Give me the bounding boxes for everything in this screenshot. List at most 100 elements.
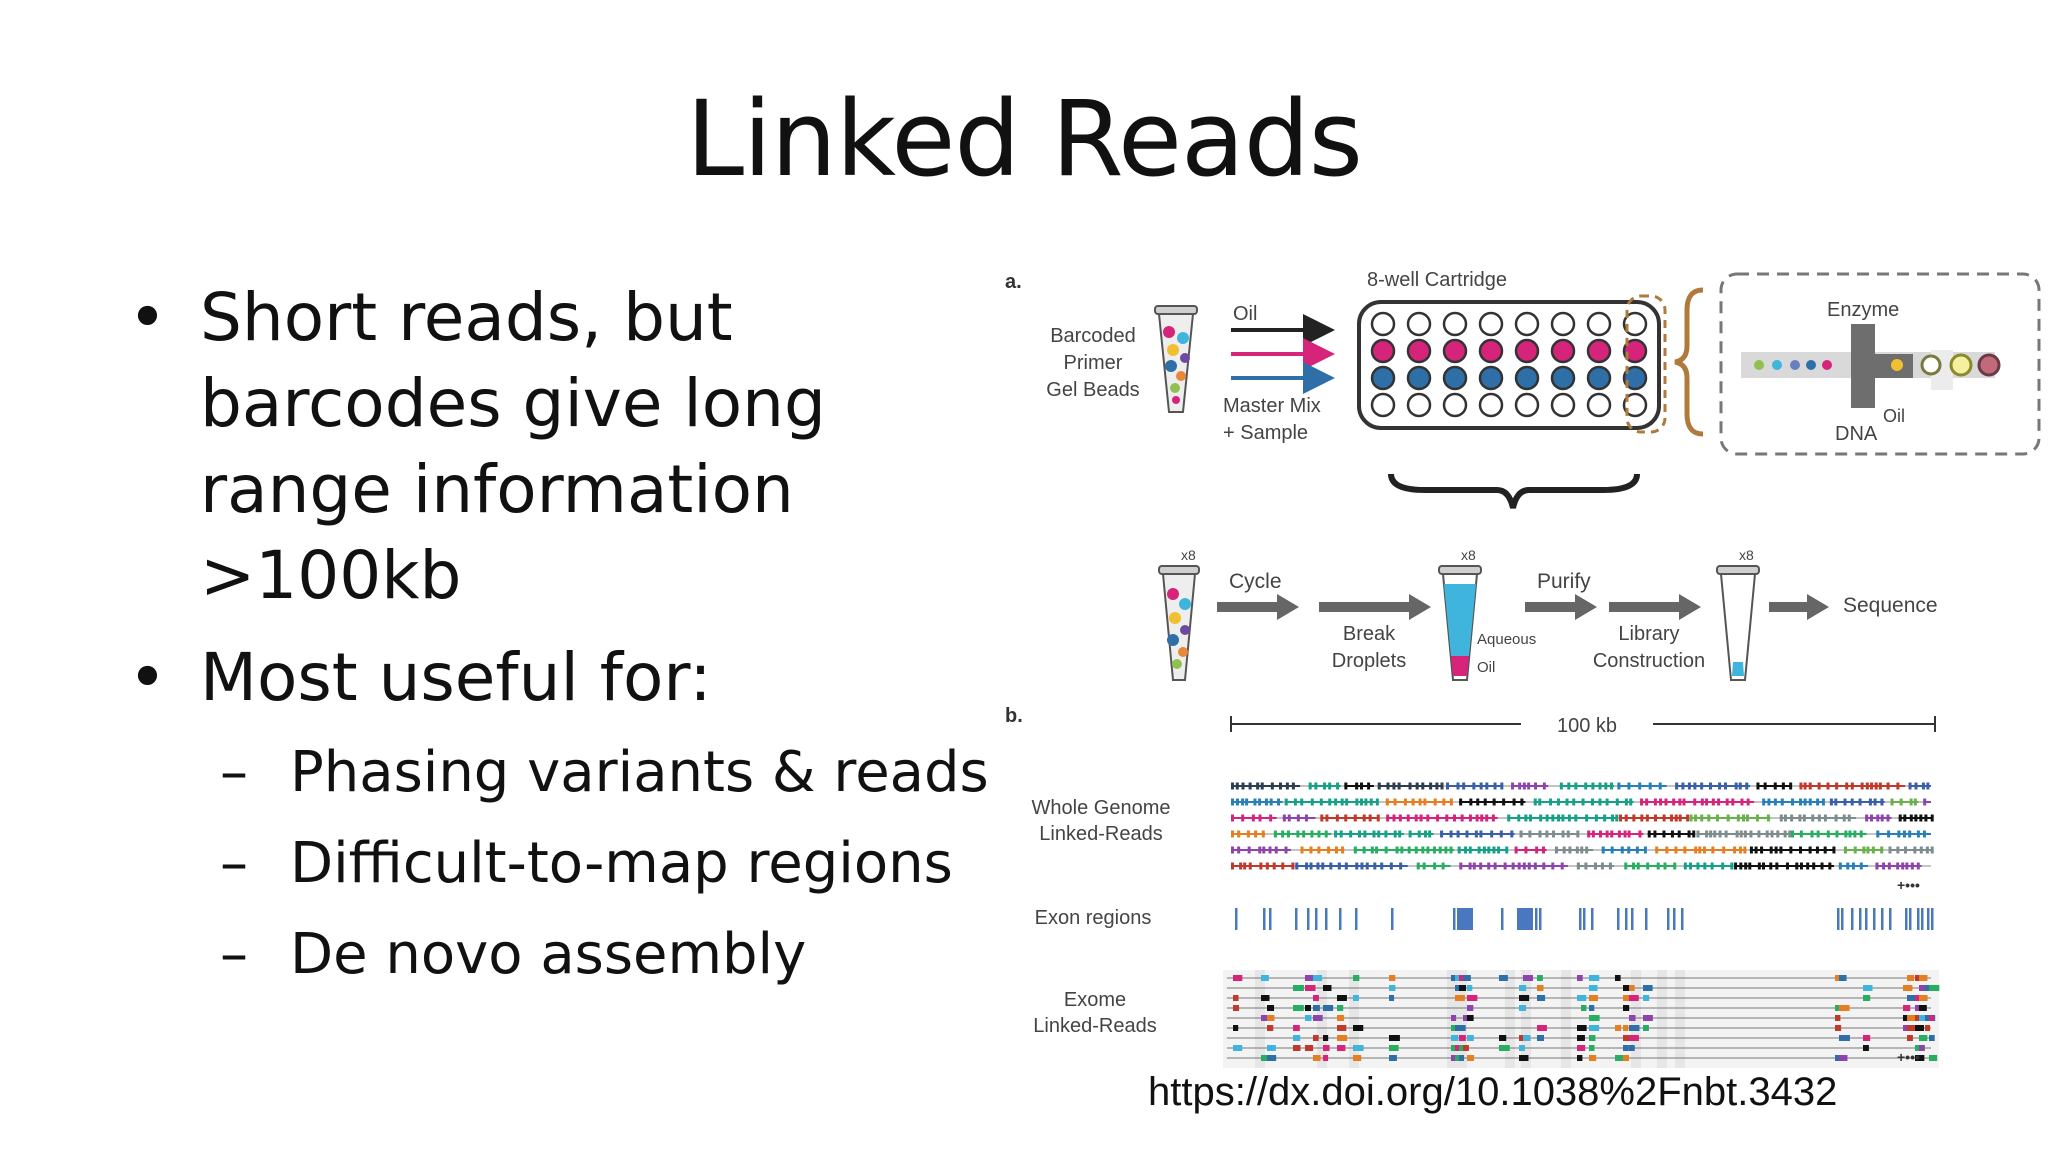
exome-read-mark xyxy=(1293,1035,1301,1041)
read-mark xyxy=(1776,830,1780,838)
exome-read-mark xyxy=(1929,1015,1935,1021)
doi-link[interactable]: https://dx.doi.org/10.1038%2Fnbt.3432 xyxy=(1148,1070,1838,1114)
exome-read-mark xyxy=(1467,995,1478,1001)
read-mark xyxy=(1324,830,1328,838)
read-mark xyxy=(1281,862,1285,870)
read-mark xyxy=(1389,862,1393,870)
exome-read-mark xyxy=(1839,1035,1850,1041)
read-mark xyxy=(1591,798,1595,806)
read-mark xyxy=(1284,798,1288,806)
exon-mark xyxy=(1927,908,1930,930)
exome-read-mark xyxy=(1459,985,1467,991)
exome-column-shade xyxy=(1457,970,1467,1068)
read-mark xyxy=(1799,862,1803,870)
read-mark xyxy=(1304,814,1308,822)
exome-read-mark xyxy=(1233,1025,1239,1031)
read-mark xyxy=(1880,798,1884,806)
exome-read-mark xyxy=(1467,1005,1474,1011)
read-mark xyxy=(1806,862,1810,870)
read-mark xyxy=(1406,814,1410,822)
read-mark xyxy=(1838,862,1842,870)
read-mark xyxy=(1449,830,1453,838)
exon-mark xyxy=(1235,908,1238,930)
sub-bullet-item: –Difficult-to-map regions xyxy=(120,818,1000,909)
exon-mark xyxy=(1539,908,1542,930)
cartridge-well xyxy=(1514,392,1540,418)
read-mark xyxy=(1689,814,1693,822)
read-mark xyxy=(1693,782,1697,790)
read-mark xyxy=(1584,782,1588,790)
exome-read-mark xyxy=(1499,1035,1507,1041)
read-mark xyxy=(1865,814,1869,822)
read-mark xyxy=(1653,830,1657,838)
exome-read-mark xyxy=(1233,995,1239,1001)
exome-read-mark xyxy=(1323,1035,1329,1041)
read-mark xyxy=(1674,814,1678,822)
read-mark xyxy=(1876,814,1880,822)
read-mark xyxy=(1715,814,1719,822)
read-mark xyxy=(1664,798,1668,806)
exome-read-mark xyxy=(1537,975,1543,981)
read-mark xyxy=(1742,814,1746,822)
read-mark xyxy=(1744,862,1748,870)
more-indicator: +••• xyxy=(1897,1049,1920,1065)
read-mark xyxy=(1460,814,1464,822)
read-mark xyxy=(1655,846,1659,854)
read-mark xyxy=(1359,798,1363,806)
read-mark xyxy=(1725,798,1729,806)
read-mark xyxy=(1272,862,1276,870)
read-mark xyxy=(1738,846,1742,854)
read-mark xyxy=(1687,782,1691,790)
exome-read-mark xyxy=(1353,975,1360,981)
exome-read-mark xyxy=(1467,1055,1475,1061)
cartridge-well xyxy=(1550,338,1576,364)
read-mark xyxy=(1896,846,1900,854)
read-mark xyxy=(1773,782,1777,790)
read-mark xyxy=(1334,830,1338,838)
read-mark xyxy=(1256,782,1260,790)
exon-mark xyxy=(1667,908,1670,930)
read-mark xyxy=(1360,782,1364,790)
cartridge-well xyxy=(1442,392,1468,418)
exome-read-mark xyxy=(1623,1045,1629,1051)
exome-read-mark xyxy=(1919,1035,1928,1041)
exon-mark xyxy=(1905,908,1908,930)
read-mark xyxy=(1373,862,1377,870)
read-mark xyxy=(1522,782,1526,790)
read-mark xyxy=(1254,830,1258,838)
read-mark xyxy=(1749,830,1753,838)
read-mark xyxy=(1665,846,1669,854)
exome-read-mark xyxy=(1643,985,1653,991)
exome-read-mark xyxy=(1293,1005,1304,1011)
exome-read-mark xyxy=(1615,1055,1626,1061)
read-mark xyxy=(1305,862,1309,870)
exome-read-mark xyxy=(1629,985,1635,991)
read-mark xyxy=(1316,862,1320,870)
read-mark xyxy=(1325,814,1329,822)
read-mark xyxy=(1757,830,1761,838)
read-mark xyxy=(1358,830,1362,838)
read-mark xyxy=(1364,798,1368,806)
read-mark xyxy=(1355,862,1359,870)
exome-column-shade xyxy=(1561,970,1571,1068)
purify-arrow xyxy=(1525,594,1597,620)
read-mark xyxy=(1617,830,1621,838)
exome-read-mark xyxy=(1907,1025,1915,1031)
gel-beads-line: Gel Beads xyxy=(1046,379,1139,401)
read-mark xyxy=(1923,798,1927,806)
whole-genome-reads xyxy=(1231,782,1934,870)
read-mark xyxy=(1713,830,1717,838)
read-mark xyxy=(1269,814,1273,822)
read-mark xyxy=(1803,782,1807,790)
read-mark xyxy=(1327,846,1331,854)
exome-read-mark xyxy=(1537,1035,1544,1041)
exome-read-mark xyxy=(1451,1045,1459,1051)
read-mark xyxy=(1913,846,1917,854)
read-mark xyxy=(1653,814,1657,822)
exome-read-mark xyxy=(1519,995,1530,1001)
exome-read-mark xyxy=(1305,985,1316,991)
read-mark xyxy=(1781,782,1785,790)
read-mark xyxy=(1545,814,1549,822)
read-mark xyxy=(1700,782,1704,790)
exon-mark xyxy=(1263,908,1266,930)
